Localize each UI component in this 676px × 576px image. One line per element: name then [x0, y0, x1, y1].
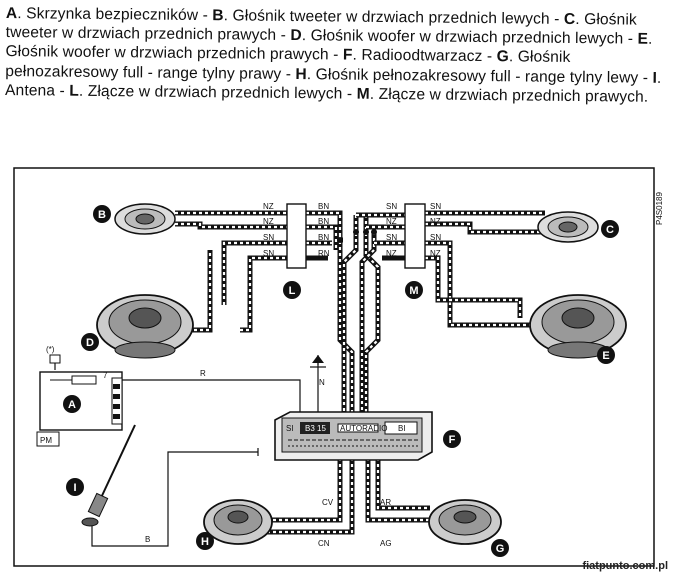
wire-label-sn-1: SN [263, 233, 274, 242]
antenna-i [81, 424, 136, 527]
marker-b: B [98, 209, 106, 221]
marker-d: D [86, 337, 94, 349]
woofer-e [529, 294, 627, 359]
fuse-symbol: (*) [46, 345, 55, 354]
wire-label-sn-4: SN [430, 202, 441, 211]
woofer-d [96, 294, 194, 359]
wire-label-bn-2: BN [318, 217, 329, 226]
radio-model: B3 15 [305, 424, 326, 433]
wires [170, 210, 545, 535]
fuse-pin: 7 [103, 371, 108, 380]
thin-wires [54, 360, 319, 547]
marker-l: L [289, 285, 296, 297]
wire-label-n: N [319, 378, 325, 387]
marker-m: M [409, 285, 418, 297]
connector-l-block [286, 203, 307, 269]
marker-i: I [73, 482, 76, 494]
marker-c: C [606, 224, 614, 236]
wire-label-ar: AR [380, 498, 391, 507]
tweeter-c [537, 211, 599, 243]
footer-url: fiatpunto.com.pl [582, 560, 668, 572]
marker-a: A [68, 399, 76, 411]
marker-f: F [449, 434, 456, 446]
component-markers: B C D E A F G H I L M [63, 205, 619, 557]
speaker-h [203, 499, 273, 545]
wire-label-r: R [200, 369, 206, 378]
marker-h: H [201, 536, 209, 548]
wire-label-nz-2: NZ [263, 217, 274, 226]
wire-label-sn-2: SN [263, 249, 274, 258]
wire-label-nz-5: NZ [386, 249, 397, 258]
wire-label-bn-1: BN [318, 202, 329, 211]
diagram-frame [13, 167, 655, 567]
radio-right-text: BI [398, 424, 406, 433]
wire-label-cn: CN [318, 539, 330, 548]
wire-label-cv: CV [322, 498, 334, 507]
connector-m-block [404, 203, 426, 269]
speaker-g [428, 499, 502, 545]
wire-label-sn-3: SN [386, 202, 397, 211]
wire-labels: NZ BN NZ BN SN BN SN RN SN SN NZ NZ SN S… [145, 202, 441, 548]
marker-g: G [496, 543, 505, 555]
radio-left-text: SI [286, 424, 294, 433]
wire-label-nz-1: NZ [263, 202, 274, 211]
tweeter-b [114, 203, 176, 235]
wire-label-sn-5: SN [386, 233, 397, 242]
wire-label-nz-6: NZ [430, 249, 441, 258]
pm-label: PM [40, 436, 52, 445]
wire-label-sn-6: SN [430, 233, 441, 242]
wire-label-ag: AG [380, 539, 392, 548]
antenna-ground-symbol [310, 355, 326, 368]
wire-label-rn-1: RN [318, 249, 330, 258]
radio-label: AUTORADIO [340, 424, 387, 433]
wire-label-bn-3: BN [318, 233, 329, 242]
fuse-box-a [36, 354, 123, 447]
wire-label-nz-3: NZ [386, 217, 397, 226]
radio-f [274, 411, 433, 461]
wire-label-nz-4: NZ [430, 217, 441, 226]
marker-e: E [602, 350, 609, 362]
diagram-code: P4S0189 [655, 192, 664, 225]
wire-label-b: B [145, 535, 150, 544]
